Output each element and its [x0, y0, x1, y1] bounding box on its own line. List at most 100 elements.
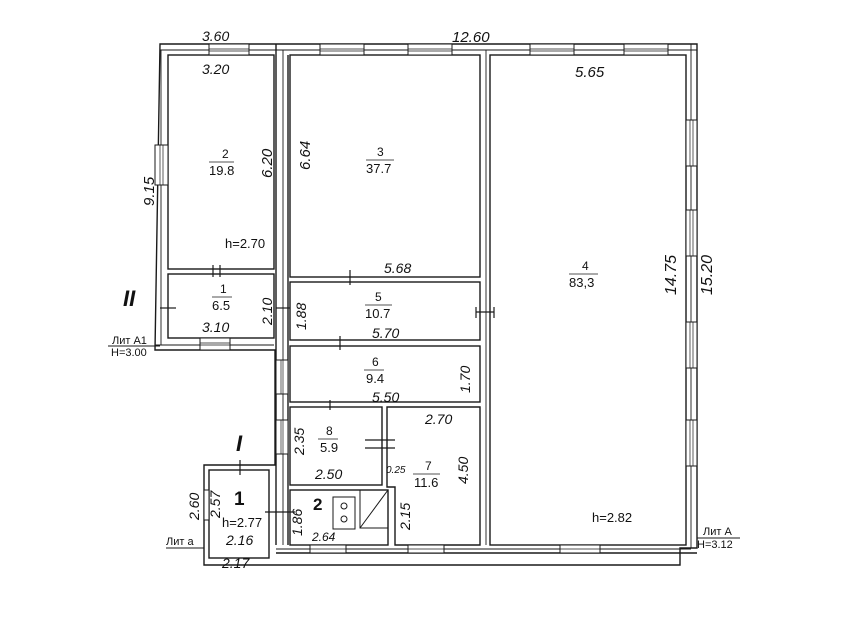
dim-top-overall: 12.60 [452, 29, 490, 46]
doors [160, 265, 495, 513]
window [319, 43, 365, 56]
window [407, 43, 453, 56]
stove [332, 489, 389, 530]
room-2-label: 2 19.8 [209, 147, 234, 178]
svg-text:7: 7 [425, 459, 432, 473]
window [275, 359, 289, 395]
dim-room2b-height: 1.86 [289, 509, 305, 536]
window [685, 419, 698, 467]
roman-two: II [123, 286, 136, 311]
room8-wall [289, 406, 383, 486]
window [154, 144, 169, 186]
window [275, 419, 289, 455]
svg-text:8: 8 [326, 424, 333, 438]
window [199, 337, 231, 351]
room4-height-label: h=2.82 [592, 510, 632, 525]
window-lines [159, 48, 694, 550]
dim-room2-height: 6.20 [259, 148, 276, 178]
lit-a-small-label: Лит а [166, 536, 194, 548]
room2-height-label: h=2.70 [225, 236, 265, 251]
dim-room6-height: 1.70 [457, 366, 473, 393]
svg-text:3: 3 [377, 145, 384, 159]
dim-room4-outer-height: 15.20 [699, 255, 716, 295]
svg-text:10.7: 10.7 [365, 306, 390, 321]
room3-wall [289, 54, 481, 278]
dim-room7-height: 4.50 [455, 457, 471, 484]
dim-room1-bottom: 3.10 [202, 319, 229, 335]
dim-veranda-outer-width: 2.17 [221, 555, 250, 571]
dim-room7-top: 2.70 [424, 411, 452, 427]
room-3-label: 3 37.7 [366, 145, 394, 176]
svg-text:1: 1 [220, 282, 227, 296]
room6-wall [289, 345, 481, 403]
svg-text:5.9: 5.9 [320, 440, 338, 455]
svg-text:2: 2 [222, 147, 229, 161]
dim-room4-top: 5.65 [575, 64, 605, 81]
dim-top-left-inner: 3.20 [202, 61, 229, 77]
window [203, 489, 210, 521]
svg-text:6.5: 6.5 [212, 298, 230, 313]
dim-left-height: 9.15 [141, 176, 158, 206]
room-2b-number: 2 [313, 495, 322, 514]
window [685, 209, 698, 257]
section-numbers: 1 2 II I [123, 286, 322, 514]
dim-room2b-right: 2.15 [397, 503, 413, 531]
room-4-label: 4 83,3 [569, 259, 598, 290]
lit-a1-height: Н=3.00 [111, 347, 147, 359]
windows [154, 43, 698, 554]
dim-room8-bottom: 2.50 [314, 466, 342, 482]
svg-text:19.8: 19.8 [209, 163, 234, 178]
room-labels: 2 19.8 3 37.7 4 83,3 1 6.5 5 10.7 6 9.4 [209, 145, 598, 490]
room-7-label: 7 11.6 [413, 459, 440, 490]
svg-text:4: 4 [582, 259, 589, 273]
height-labels: h=2.70 h=2.82 h=2.77 [222, 236, 632, 530]
svg-text:9.4: 9.4 [366, 371, 384, 386]
dim-room5-bottom: 5.70 [372, 325, 399, 341]
room5-wall [289, 281, 481, 341]
window [208, 43, 250, 56]
dim-wall-025: 0.25 [386, 465, 406, 476]
room-1-label: 1 6.5 [212, 282, 232, 313]
dim-room5-height: 1.88 [293, 303, 309, 330]
svg-text:5: 5 [375, 290, 382, 304]
dim-veranda-outer-height: 2.60 [186, 493, 202, 521]
stove-burner [340, 502, 348, 510]
dim-veranda-inner-width: 2.16 [225, 532, 253, 548]
svg-text:6: 6 [372, 355, 379, 369]
dim-room6-bottom: 5.50 [372, 389, 399, 405]
dim-top-left-outer: 3.60 [202, 28, 229, 44]
svg-text:83,3: 83,3 [569, 275, 594, 290]
room-6-label: 6 9.4 [364, 355, 384, 386]
stove-body [332, 496, 356, 530]
veranda-height-label: h=2.77 [222, 515, 262, 530]
wall-strips [155, 44, 697, 550]
dim-room8-height: 2.35 [291, 428, 307, 456]
dim-veranda-inner-height: 2.57 [207, 490, 223, 519]
room4-wall [489, 54, 687, 546]
dim-room4-inner-height: 14.75 [663, 255, 680, 295]
room7-wall [386, 406, 481, 546]
veranda-room-number: 1 [234, 489, 245, 510]
dim-room2b-bottom: 2.64 [311, 530, 336, 544]
lit-a1-label: Лит А1 [112, 335, 147, 347]
window [685, 119, 698, 167]
dim-room3-height: 6.64 [297, 141, 314, 170]
roman-one: I [236, 431, 243, 456]
stove-burner [340, 515, 348, 523]
lit-a-label: Лит А [703, 526, 732, 538]
room-5-label: 5 10.7 [365, 290, 392, 321]
dimension-labels: 12.60 3.60 3.20 9.15 6.20 6.64 5.65 14.7… [141, 28, 716, 571]
svg-text:11.6: 11.6 [414, 475, 438, 490]
outer-wall [154, 43, 698, 566]
lit-labels: Лит А1 Н=3.00 Лит А Н=3.12 Лит а [108, 335, 740, 551]
lit-a-height: Н=3.12 [697, 539, 733, 551]
stove-chimney [359, 489, 389, 529]
dim-room1-height: 2.10 [259, 298, 275, 326]
room-8-label: 8 5.9 [318, 424, 338, 455]
window [685, 321, 698, 369]
dim-room3-bottom: 5.68 [384, 260, 411, 276]
window [529, 43, 575, 56]
window [623, 43, 669, 56]
svg-text:37.7: 37.7 [366, 161, 391, 176]
